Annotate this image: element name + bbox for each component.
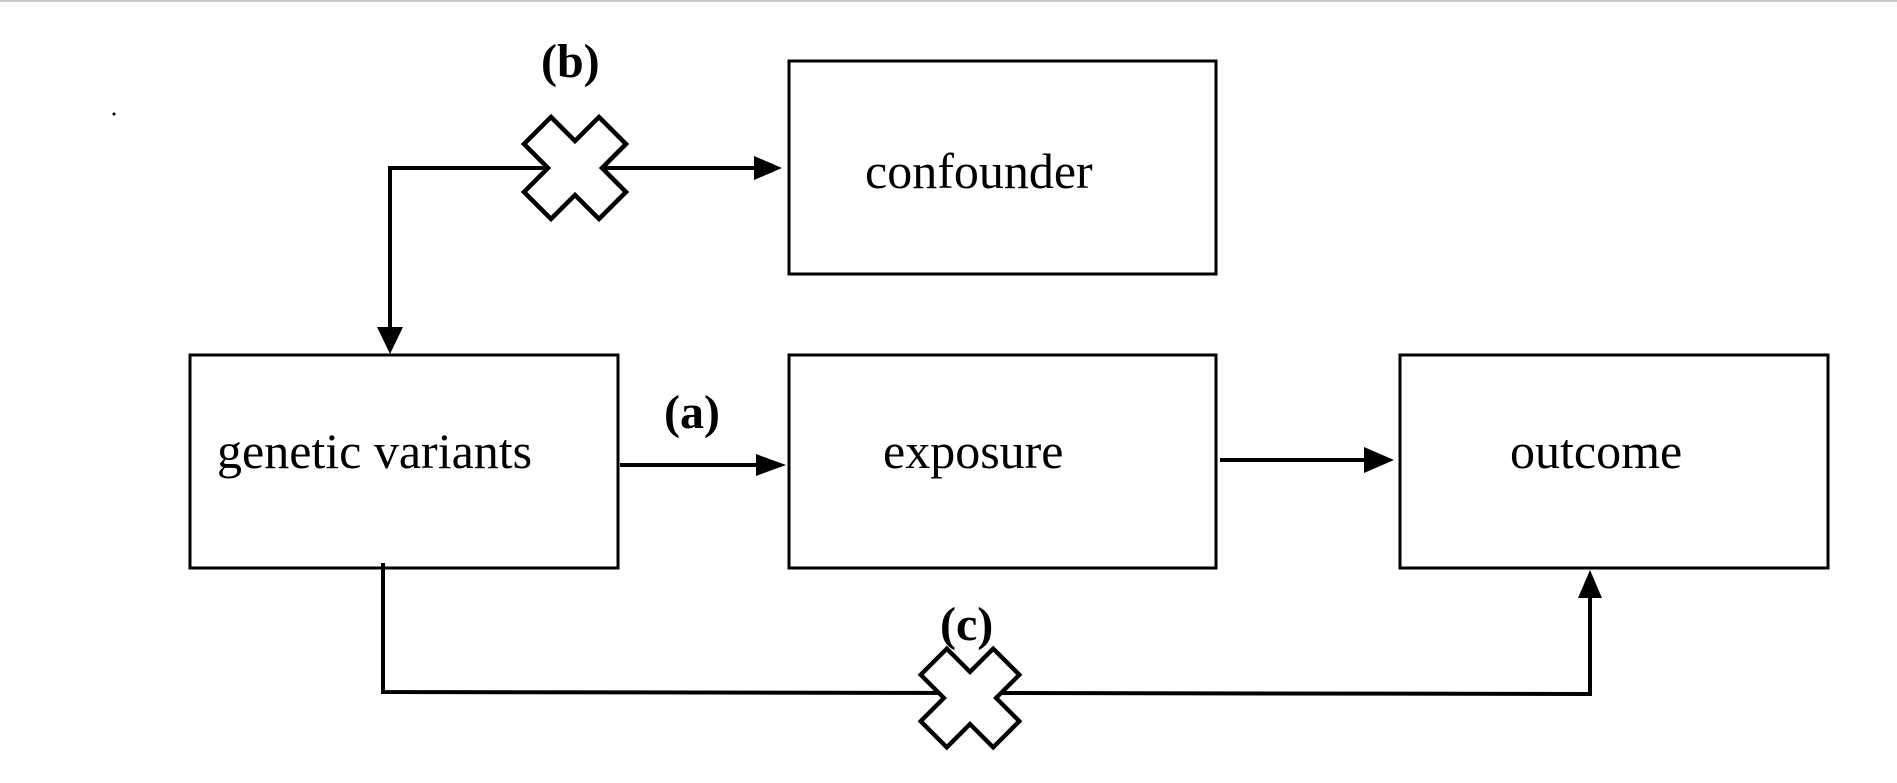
confounder-label: confounder: [865, 143, 1093, 199]
path-c-cross-icon: [917, 645, 1023, 751]
path-c-label: (c): [940, 598, 993, 651]
path-b-line: [388, 166, 758, 338]
genetic-variants-label: genetic variants: [217, 423, 532, 479]
outcome-box: [1398, 353, 1830, 570]
path-b-label: (b): [541, 35, 600, 88]
path-b: (b): [377, 35, 782, 354]
node-exposure: exposure: [787, 353, 1218, 570]
path-a-arrowhead: [756, 454, 786, 476]
path-b-cross-icon: [520, 113, 630, 223]
confounder-box: [787, 59, 1218, 276]
exposure-outcome-arrowhead: [1364, 447, 1394, 473]
path-b-arrowhead-down: [377, 327, 403, 354]
outcome-label: outcome: [1510, 423, 1682, 479]
node-outcome: outcome: [1398, 353, 1830, 570]
stray-dot: [112, 112, 116, 116]
path-a: (a): [620, 386, 786, 476]
path-c-arrowhead-up: [1578, 570, 1602, 598]
path-a-label: (a): [664, 386, 720, 439]
path-exposure-outcome: [1220, 447, 1394, 473]
path-b-arrowhead-right: [754, 156, 782, 180]
path-c: (c): [381, 563, 1602, 751]
node-confounder: confounder: [787, 59, 1218, 276]
node-genetic-variants: genetic variants: [188, 353, 620, 570]
exposure-label: exposure: [883, 423, 1064, 479]
genetic-variants-box: [188, 353, 620, 570]
exposure-box: [787, 353, 1218, 570]
